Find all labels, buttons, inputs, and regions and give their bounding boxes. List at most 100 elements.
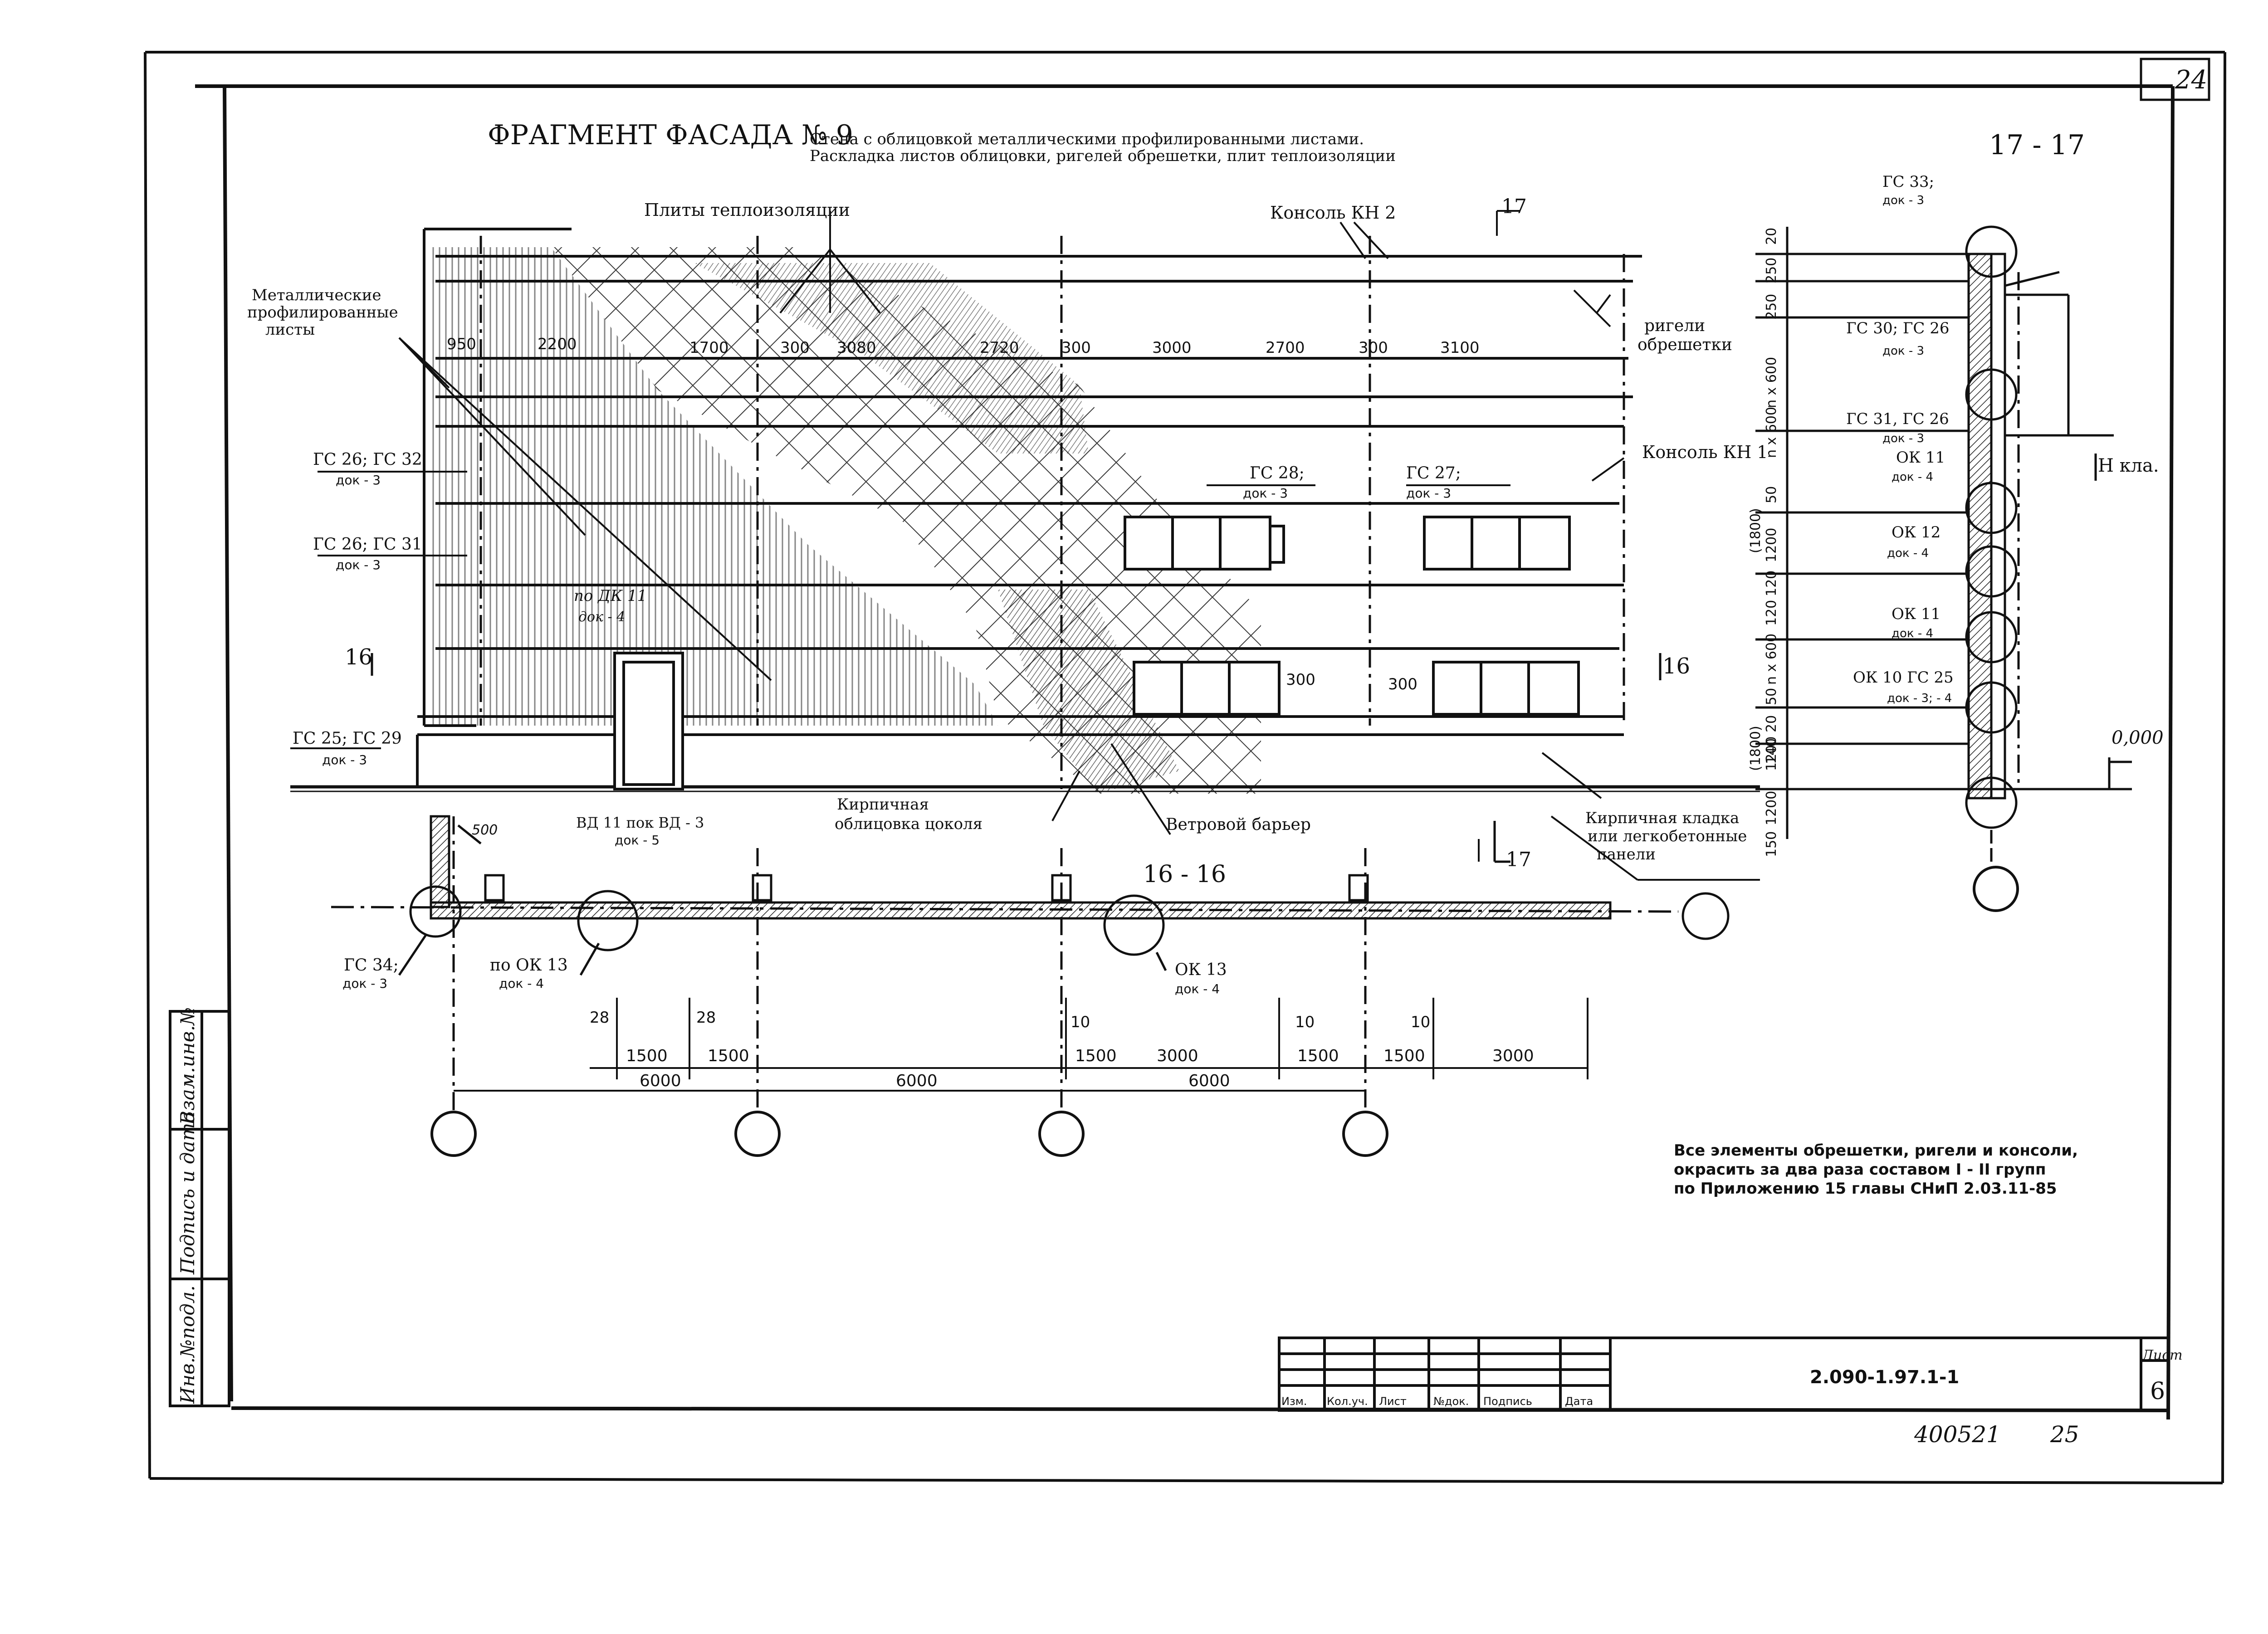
- dim-row1: 1500: [1297, 1047, 1339, 1065]
- label-doc: док - 3: [1406, 486, 1451, 501]
- dim-top: 300: [780, 339, 810, 357]
- label-dk11-1: по ДК 11: [574, 587, 647, 605]
- tb-col: Изм.: [1281, 1395, 1307, 1408]
- label-ok10-gs25: ОК 10 ГС 25: [1853, 668, 1954, 687]
- facade-windows: [613, 516, 1580, 790]
- vdim: 1200: [1764, 737, 1779, 771]
- label-doc: док - 4: [1175, 981, 1220, 996]
- tb-col: №док.: [1433, 1395, 1469, 1408]
- dim-row2: 6000: [1188, 1072, 1230, 1090]
- label-ok11-a: ОК 11: [1896, 449, 1945, 467]
- tb-col: Кол.уч.: [1327, 1395, 1368, 1408]
- dim-row1: 1500: [626, 1047, 668, 1065]
- label-gs31-26: ГС 31, ГС 26: [1846, 410, 1949, 428]
- level-zero: 0,000: [2112, 727, 2164, 748]
- dim-300-a: 300: [1286, 671, 1315, 689]
- plan-16-16: [331, 815, 1730, 1157]
- doc-code: 2.090-1.97.1-1: [1810, 1367, 1959, 1388]
- label-rigels-2: обрешетки: [1637, 336, 1732, 354]
- label-brick-plinth-1: Кирпичная: [837, 795, 929, 814]
- label-ok11-b: ОК 11: [1892, 605, 1941, 623]
- dim-top: 2700: [1266, 339, 1305, 357]
- label-doc: док - 3: [336, 557, 381, 572]
- section-17-17: [1755, 225, 2132, 912]
- label-vd11: ВД 11 пок ВД - 3: [576, 814, 704, 831]
- dim-row1: 1500: [708, 1047, 749, 1065]
- vdim: n x 600: [1764, 407, 1779, 458]
- dim-row1: 1500: [1383, 1047, 1425, 1065]
- vdim: 1200: [1764, 791, 1779, 825]
- label-brick-masonry-2: или легкобетонные: [1588, 827, 1747, 845]
- vdim: (1800): [1748, 508, 1764, 553]
- dim-row2: 6000: [896, 1072, 938, 1090]
- small-dim: 10: [1295, 1013, 1315, 1031]
- note-line-1: Все элементы обрешетки, ригели и консоли…: [1674, 1141, 2078, 1160]
- cut-17-bottom: 17: [1506, 848, 1531, 871]
- cut-16-left: 16: [345, 644, 372, 670]
- vdim: 20: [1764, 715, 1779, 732]
- facade-top-dimensions: 950 2200 1700 300 3080 2720 300 3000 270…: [447, 335, 1480, 357]
- metal-sheet-hatch: [429, 247, 998, 726]
- label-metal-sheets-3: листы: [265, 321, 315, 339]
- dim-top: 300: [1061, 339, 1091, 357]
- side-stamp-cell-3: Инв.№подл.: [176, 1285, 199, 1404]
- label-gs25-29: ГС 25; ГС 29: [293, 729, 402, 748]
- side-stamp-cell-2: Подпись и дата: [176, 1112, 199, 1275]
- label-doc: док - 3: [1882, 344, 1924, 358]
- stamp-suffix: 25: [2050, 1421, 2079, 1448]
- label-gs27: ГС 27;: [1406, 464, 1461, 483]
- label-brick-masonry-3: панели: [1597, 845, 1656, 863]
- label-doc: док - 4: [1892, 627, 1933, 640]
- level-h: Н кла.: [2098, 455, 2159, 476]
- page-title: ФРАГМЕНТ ФАСАДА № 9: [488, 119, 853, 151]
- plan-section-title: 16 - 16: [1143, 861, 1226, 888]
- tb-col: Лист: [1379, 1395, 1407, 1408]
- label-doc: док - 3: [1243, 486, 1288, 501]
- dim-row1: 3000: [1492, 1047, 1534, 1065]
- label-doc5: док - 5: [615, 833, 660, 848]
- label-doc: док - 3: [1882, 432, 1924, 445]
- vdim: 250: [1764, 294, 1779, 320]
- small-dim: 28: [696, 1009, 716, 1027]
- dim-top: 2200: [538, 335, 577, 353]
- vdim: 1200: [1764, 528, 1779, 562]
- section-17-title: 17 - 17: [1989, 129, 2085, 161]
- title-block: [1278, 1336, 2170, 1412]
- wind-barrier-hatch: [998, 590, 1179, 794]
- small-dim: 10: [1070, 1013, 1090, 1031]
- label-dk11-2: док - 4: [578, 609, 625, 625]
- dim-row2: 6000: [640, 1072, 681, 1090]
- subtitle-line-2: Раскладка листов облицовки, ригелей обре…: [810, 147, 1396, 165]
- label-brick-plinth-2: облицовка цоколя: [835, 815, 982, 833]
- note-line-3: по Приложению 15 главы СНиП 2.03.11-85: [1674, 1180, 2057, 1198]
- label-console-kn1: Консоль КН 1: [1642, 442, 1768, 462]
- label-doc: док - 3: [342, 976, 387, 991]
- cut-16-right: 16: [1662, 654, 1690, 679]
- label-doc: док - 4: [1887, 546, 1929, 560]
- dim-top: 950: [447, 335, 476, 353]
- sheet-border: [144, 51, 2226, 1484]
- small-dim: 28: [590, 1009, 609, 1027]
- facade-elevation: [290, 210, 1760, 881]
- vdim: 50: [1764, 486, 1779, 503]
- label-metal-sheets-1: Металлические: [252, 286, 381, 304]
- vdim: 140: [1764, 738, 1779, 764]
- dim-row1: 3000: [1157, 1047, 1198, 1065]
- label-ok12: ОК 12: [1892, 523, 1941, 541]
- label-console-kn2: Консоль КН 2: [1270, 203, 1396, 223]
- tb-col: Подпись: [1483, 1395, 1532, 1408]
- vdim: 50: [1764, 688, 1779, 705]
- dim-top: 2720: [980, 339, 1019, 357]
- label-gs26-32: ГС 26; ГС 32: [313, 450, 422, 469]
- note-line-2: окрасить за два раза составом I - II гру…: [1674, 1161, 2046, 1179]
- vdim: (1800): [1748, 726, 1764, 771]
- cut-17-top: 17: [1501, 195, 1527, 218]
- corner-number: 24: [2175, 65, 2207, 95]
- dim-top: 1700: [689, 339, 729, 357]
- label-gs26-31: ГС 26; ГС 31: [313, 535, 422, 554]
- label-ok13-right: ОК 13: [1175, 961, 1227, 979]
- vdim: n x 600: [1764, 634, 1779, 685]
- tb-col: Дата: [1565, 1395, 1593, 1408]
- small-dim: 10: [1411, 1013, 1430, 1031]
- dim-top: 3080: [837, 339, 876, 357]
